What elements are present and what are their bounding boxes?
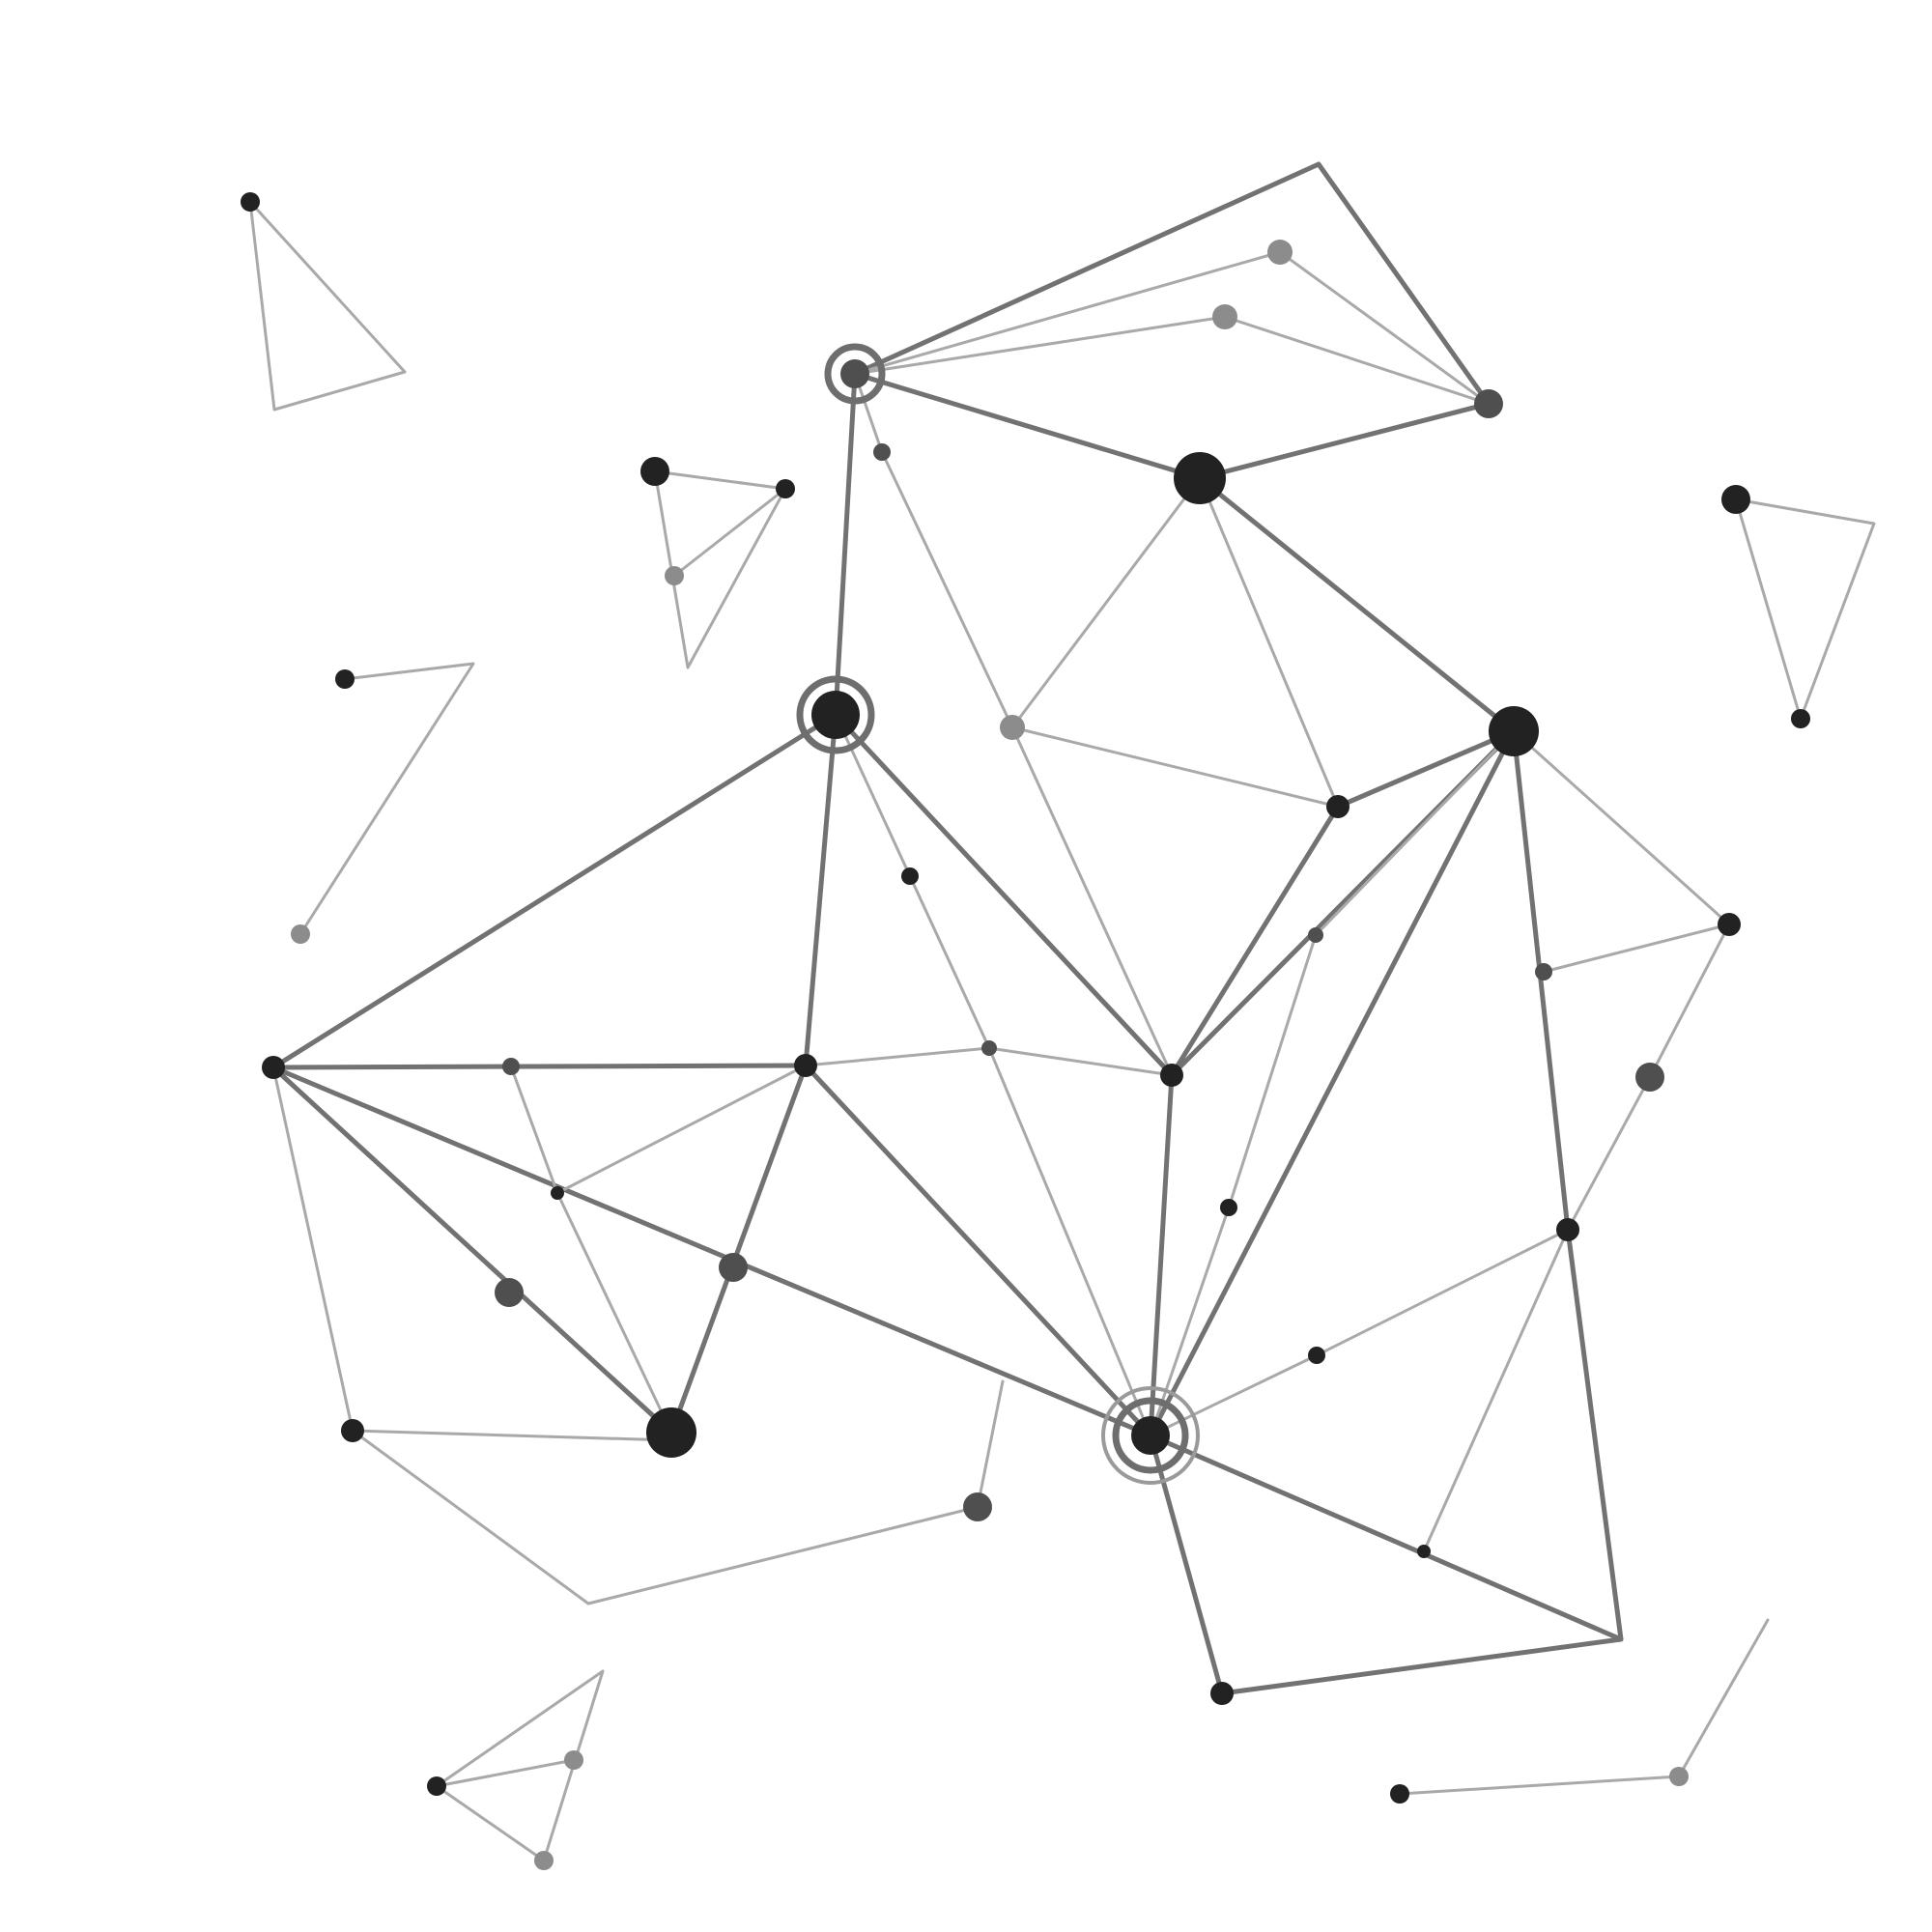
- node-small-lower-center: [901, 867, 919, 885]
- edge-node-large-top-node-mid-left: [1010, 476, 1202, 729]
- edge-hub-top-node-mid-left: [853, 372, 1174, 1077]
- node-mid-left-low: [719, 1253, 748, 1282]
- edge-node-right-mid-node-center-right: [1169, 804, 1341, 1078]
- node-top-left: [241, 192, 260, 212]
- node-right-triangle-bottom: [1791, 709, 1810, 728]
- node-small-a: [502, 1058, 520, 1075]
- edge-hub-top-apex-right: [852, 161, 1492, 481]
- edge-hub-top-hub-center: [833, 371, 858, 718]
- edge-node-left-node-mid: [270, 1063, 809, 1070]
- edge-triangle-right: [1734, 497, 1876, 721]
- node-right-mid: [1326, 795, 1350, 818]
- node-hub-bottom: [1131, 1416, 1170, 1455]
- edge-triangle-upper-left-inner: [672, 487, 787, 578]
- node-left-low: [495, 1278, 524, 1307]
- edge-hub-top-node-top-a: [853, 250, 1282, 376]
- edge-hub-center-node-mid: [803, 712, 838, 1068]
- edge-node-center-right-hub-bottom: [1148, 1072, 1175, 1438]
- edge-node-mid-left-node-right-mid: [1010, 725, 1340, 809]
- node-left: [262, 1056, 285, 1079]
- node-upper-left-c: [665, 566, 684, 585]
- edge-node-far-right-node-bottom-right: [1422, 1228, 1570, 1553]
- node-small-center: [1220, 1199, 1237, 1216]
- node-hub-top: [840, 359, 869, 388]
- edge-node-top-b-node-apex-right: [1223, 315, 1491, 406]
- node-apex-right: [1474, 389, 1503, 418]
- edge-hub-center-node-center-right: [833, 712, 1175, 1078]
- node-left-fragment: [335, 669, 355, 689]
- node-lower-left: [341, 1419, 364, 1442]
- node-bottom-left-a: [427, 1776, 446, 1796]
- ring-hub-center: [796, 675, 875, 754]
- edge-node-large-right-hub-bottom: [1148, 728, 1517, 1438]
- edge-fragment-left: [298, 662, 475, 936]
- node-large-right: [1489, 706, 1539, 756]
- edge-node-large-right-node-right-mid: [1335, 728, 1517, 810]
- node-center-right: [1160, 1064, 1183, 1087]
- node-lower-mid: [981, 1040, 997, 1056]
- edge-hub-bottom-corner-bottom: [1148, 1433, 1624, 1696]
- node-upper-left-b: [776, 479, 795, 498]
- node-small-lower-right: [1417, 1545, 1431, 1558]
- node-top-a: [1267, 240, 1293, 265]
- node-left-fragment-end: [291, 924, 310, 944]
- edge-hub-top-node-top-b: [853, 315, 1227, 376]
- edge-node-lower-left-bottom: [351, 1379, 1005, 1605]
- node-bottom-right-a: [1390, 1784, 1409, 1804]
- edge-node-small-right-node-large-right: [1314, 729, 1516, 937]
- node-small-left: [551, 1186, 564, 1200]
- node-right-edge: [1718, 913, 1741, 936]
- node-hub-center: [811, 691, 860, 739]
- node-bottom-gray: [963, 1492, 992, 1521]
- edge-triangle-bottom-left-inner: [435, 1758, 576, 1788]
- node-small-hub-top: [873, 443, 891, 461]
- node-small-bottom-right: [1308, 1347, 1325, 1364]
- node-top-b: [1212, 304, 1237, 329]
- edge-node-large-top-node-large-right: [1197, 475, 1517, 734]
- node-right-edge-small: [1535, 963, 1552, 980]
- node-large-bottom: [646, 1407, 696, 1458]
- main-edges: [270, 161, 1624, 1696]
- node-bottom-right-b: [1669, 1767, 1689, 1786]
- edge-node-mid-node-large-bottom: [668, 1063, 809, 1435]
- node-right-chain: [1635, 1063, 1664, 1092]
- hub-rings: [796, 343, 1200, 1485]
- ring-hub-bottom-outer: [1101, 1386, 1200, 1485]
- edge-node-mid-hub-bottom: [803, 1063, 1153, 1438]
- node-bottom-left-c: [534, 1851, 554, 1870]
- edge-node-left-hub-bottom: [270, 1065, 1153, 1438]
- edge-node-right-edge-small: [1542, 923, 1731, 974]
- nodes: [241, 192, 1810, 1870]
- edge-hub-bottom-node-far-right: [1149, 1228, 1570, 1437]
- node-bottom-left-b: [564, 1750, 583, 1770]
- node-mid: [794, 1054, 817, 1077]
- node-far-right: [1556, 1218, 1579, 1241]
- edge-hub-center-node-lower-mid: [834, 713, 1152, 1437]
- secondary-edges: [248, 200, 1876, 1862]
- edge-node-top-a-node-apex-right: [1278, 250, 1491, 406]
- edge-node-large-right-node-far-right: [1511, 728, 1624, 1642]
- edge-triangle-top-left: [248, 200, 407, 412]
- ring-hub-bottom-inner: [1112, 1397, 1189, 1474]
- edge-hub-center-node-left: [270, 712, 838, 1070]
- edge-node-small-a-node-large-bottom: [509, 1065, 673, 1435]
- node-right-triangle-top: [1721, 485, 1750, 514]
- node-upper-left-a: [640, 457, 669, 486]
- node-small-center-right: [1308, 927, 1323, 943]
- edge-node-right-edge-chain: [1512, 729, 1731, 1232]
- edge-node-small-left-node-mid: [555, 1064, 808, 1195]
- node-bottom-center: [1210, 1682, 1234, 1705]
- ring-hub-top: [824, 343, 886, 405]
- node-mid-left: [1000, 715, 1025, 740]
- edge-node-left-node-large-bottom: [270, 1065, 674, 1435]
- node-large-top: [1174, 452, 1226, 504]
- edge-node-large-top-node-right-mid: [1198, 476, 1340, 809]
